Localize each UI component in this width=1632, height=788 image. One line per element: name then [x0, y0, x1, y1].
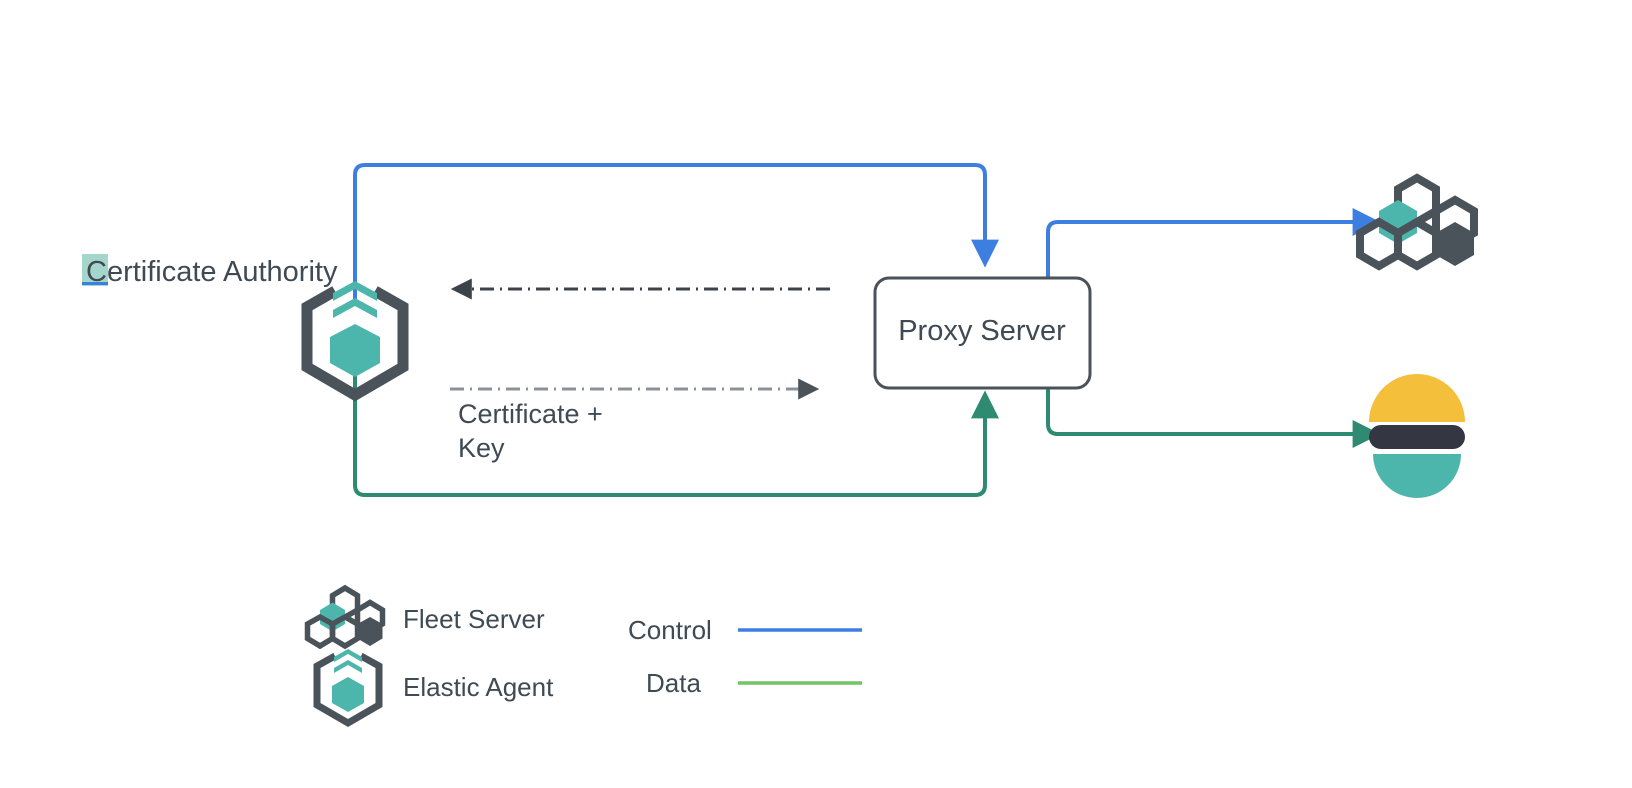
text-highlight-underline: [82, 282, 108, 285]
proxy-server-box[interactable]: [873, 276, 1092, 390]
edge-label-certificate-line1: Certificate +: [458, 399, 603, 429]
legend-icon-fleet-server: [304, 584, 386, 650]
elasticsearch-icon: [1369, 374, 1465, 498]
legend-label-elastic-agent: Elastic Agent: [403, 672, 554, 702]
certificate-authority-label-group: Certificate Authority: [82, 254, 338, 288]
proxy-server-label: Proxy Server: [898, 315, 1066, 347]
elasticsearch-top-arc: [1369, 374, 1465, 422]
elasticsearch-bar: [1369, 425, 1465, 449]
edge-cert-response: Certificate + Key: [450, 378, 820, 463]
text-highlight-box: [82, 254, 108, 286]
fleet-server-icon: [1356, 173, 1478, 271]
page-title: Certificate Authority: [86, 256, 338, 288]
elastic-agent-icon: [301, 281, 409, 402]
proxy-server-node[interactable]: Proxy Server: [873, 276, 1092, 390]
legend-label-fleet-server: Fleet Server: [403, 604, 545, 634]
edge-control-agent-to-proxy: [353, 163, 999, 300]
legend-label-data: Data: [646, 668, 701, 698]
legend-icon-elastic-agent: [313, 649, 383, 728]
edge-label-certificate-line2: Key: [458, 433, 505, 463]
edge-data-proxy-to-elasticsearch: [1046, 380, 1381, 448]
edge-control-proxy-to-fleet: [1046, 208, 1381, 280]
elasticsearch-bottom-arc: [1373, 454, 1461, 498]
edge-data-agent-to-proxy: [353, 375, 999, 497]
legend-label-control: Control: [628, 615, 712, 645]
